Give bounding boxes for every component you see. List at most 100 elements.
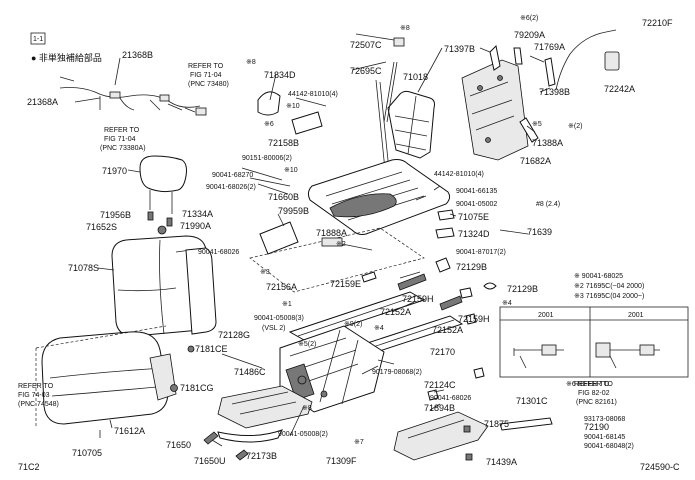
leader-line	[99, 419, 113, 438]
part-label: 71970	[102, 166, 127, 176]
marker-label: ※1	[282, 301, 292, 308]
bracket-drawing	[489, 44, 501, 71]
part-label: 72124C	[424, 380, 456, 390]
headrest-stay	[149, 190, 173, 214]
release-cable-drawing	[555, 29, 617, 91]
refer-r3-line3: (PNC 74548)	[18, 401, 59, 408]
refer-r2-line2: FIG 71-04	[104, 136, 136, 143]
spacer-drawing	[361, 271, 377, 283]
header-box	[30, 32, 46, 45]
under-cover-detail	[407, 419, 465, 439]
part-label: 71439A	[486, 457, 517, 467]
marker-label: ※9(2)	[344, 321, 362, 328]
spacer-drawing	[465, 313, 477, 325]
part-label: 71956B	[100, 210, 131, 220]
seat-belt-anchor-drawing	[203, 431, 219, 445]
fastener-label: 44142-81010(4)	[434, 171, 484, 178]
back-board-detail	[469, 81, 515, 131]
part-label: 71650	[166, 440, 191, 450]
harness-connector-icon	[159, 94, 170, 102]
leader-line	[479, 47, 551, 133]
cover-part-icon	[321, 237, 343, 247]
armrest-bracket-drawing	[259, 221, 299, 255]
part-label: 71875	[484, 419, 509, 429]
bolt-icon	[147, 211, 154, 221]
harness-connector-icon	[109, 91, 121, 99]
clip-drawing	[435, 257, 451, 273]
clip-icon	[170, 384, 178, 392]
refer-r4-line3: (PNC 82161)	[576, 399, 617, 406]
part-label: 72156A	[266, 282, 297, 292]
footer-right: 724590-C	[640, 462, 680, 472]
bolt-icon	[166, 217, 173, 227]
lower-mechanism-detail	[289, 329, 359, 405]
part-label: 71398B	[539, 87, 570, 97]
harness-connector-icon	[195, 107, 207, 116]
marker-label: ※7	[354, 439, 364, 446]
fastener-label: 90151-80006(2)	[242, 155, 292, 162]
part-label: 71652S	[86, 222, 117, 232]
lower-cover-drawing	[217, 385, 313, 429]
fastener-label: 90041-68145	[584, 434, 625, 441]
refer-r3-line1: REFER TO	[18, 383, 54, 390]
bracket-drawing	[519, 117, 539, 143]
cover-part-drawing	[435, 227, 455, 239]
part-label: 72695C	[350, 66, 382, 76]
part-label: 71309F	[326, 456, 357, 466]
fastener-label: 90179-08068(2)	[372, 369, 422, 376]
marker-label: ※8	[302, 405, 312, 412]
marker-label: (VSL 2)	[262, 325, 285, 332]
marker-label: ※4	[374, 325, 384, 332]
leader-line	[127, 169, 141, 173]
marker-label: ※5(2)	[298, 341, 316, 348]
lower-cover-detail	[231, 391, 297, 415]
footer-left: 71C2	[18, 462, 40, 472]
clip-icon	[157, 225, 167, 235]
part-label: 71682A	[520, 156, 551, 166]
clip-icon	[465, 453, 473, 461]
part-label: 71334A	[182, 209, 213, 219]
part-label: 72128G	[218, 330, 250, 340]
part-label: 72173B	[246, 451, 277, 461]
bracket-drawing	[544, 57, 556, 87]
headrest-drawing	[139, 155, 187, 193]
rod-drawing	[383, 61, 398, 123]
marker-label: ※3	[260, 269, 270, 276]
leader-line	[415, 185, 457, 217]
part-label: 79959B	[278, 206, 309, 216]
inset-col1: 2001	[538, 312, 554, 319]
note-line: ※3 71695C(04 2000~)	[574, 293, 644, 300]
refer-r4-line1: REFER TO	[574, 381, 610, 388]
seat-cushion-side	[149, 353, 177, 401]
leader-line	[59, 57, 121, 103]
bracket-drawing	[513, 47, 523, 65]
strap-drawing	[499, 417, 553, 431]
refer-r1-line1: REFER TO	[188, 63, 224, 70]
leader-line	[97, 267, 115, 271]
part-label: 21368B	[122, 50, 153, 60]
part-label: 71018	[403, 72, 428, 82]
part-label: 71660B	[268, 192, 299, 202]
part-label: 72242A	[604, 84, 635, 94]
part-label: 72129B	[507, 284, 538, 294]
part-label: 71650U	[194, 456, 226, 466]
refer-r4-line2: FIG 82-02	[578, 390, 610, 397]
marker-label: ※2	[336, 241, 346, 248]
part-label: 71078S	[68, 263, 99, 273]
clip-icon	[187, 345, 195, 353]
inset-frame	[499, 306, 689, 378]
part-label: 71769A	[534, 42, 565, 52]
dashed-outline	[35, 325, 167, 428]
marker-label: ※5	[532, 121, 542, 128]
part-label: 72190	[584, 422, 609, 432]
seatback-frame-detail	[394, 95, 430, 155]
harness-drawing	[59, 87, 201, 113]
part-label: 71888A	[316, 228, 347, 238]
clip-icon	[485, 137, 491, 143]
fastener-label: 90041-68270	[212, 172, 253, 179]
seat-cushion-seam	[49, 367, 169, 397]
inset-connector-icon	[639, 344, 655, 356]
clip-icon	[497, 75, 503, 81]
header-box-mark: 1-1	[33, 36, 43, 43]
